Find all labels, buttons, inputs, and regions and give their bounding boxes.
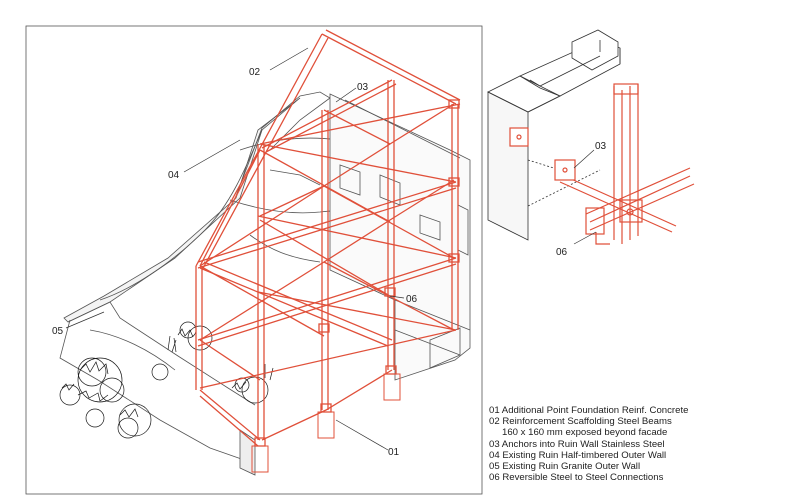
drawing-frame	[25, 25, 483, 495]
connection-steel	[509, 83, 695, 245]
detail-callout-06: 06	[556, 247, 568, 258]
detail-leaders	[573, 149, 597, 245]
ruin-walls	[59, 91, 471, 476]
vegetation	[59, 321, 274, 439]
callout-04: 04	[168, 170, 180, 181]
legend-item-05: 05 Existing Ruin Granite Outer Wall	[489, 461, 641, 473]
legend-item-03: 03 Anchors into Ruin Wall Stainless Stee…	[489, 438, 665, 450]
legend: 01 Additional Point Foundation Reinf. Co…	[489, 405, 688, 483]
callout-06: 06	[406, 294, 418, 305]
callout-02: 02	[249, 67, 261, 78]
foundation-2	[317, 411, 335, 439]
steel-scaffolding	[195, 29, 461, 473]
foundation-3	[383, 373, 401, 401]
legend-item-06: 06 Reversible Steel to Steel Connections	[489, 472, 664, 484]
right-wall	[329, 93, 471, 381]
foundation-1	[251, 445, 269, 473]
legend-item-01: 01 Additional Point Foundation Reinf. Co…	[489, 405, 689, 416]
callout-03: 03	[357, 82, 369, 93]
leader-lines	[65, 47, 405, 451]
legend-item-02: 02 Reinforcement Scaffolding Steel Beams	[489, 416, 672, 428]
detail-callout-03: 03	[595, 141, 607, 152]
anchor-plate	[554, 159, 576, 181]
callout-01: 01	[388, 447, 400, 458]
callout-05: 05	[52, 326, 64, 337]
legend-item-02-detail: 160 x 160 mm exposed beyond facade	[502, 427, 668, 439]
legend-item-04: 04 Existing Ruin Half-timbered Outer Wal…	[489, 449, 667, 461]
